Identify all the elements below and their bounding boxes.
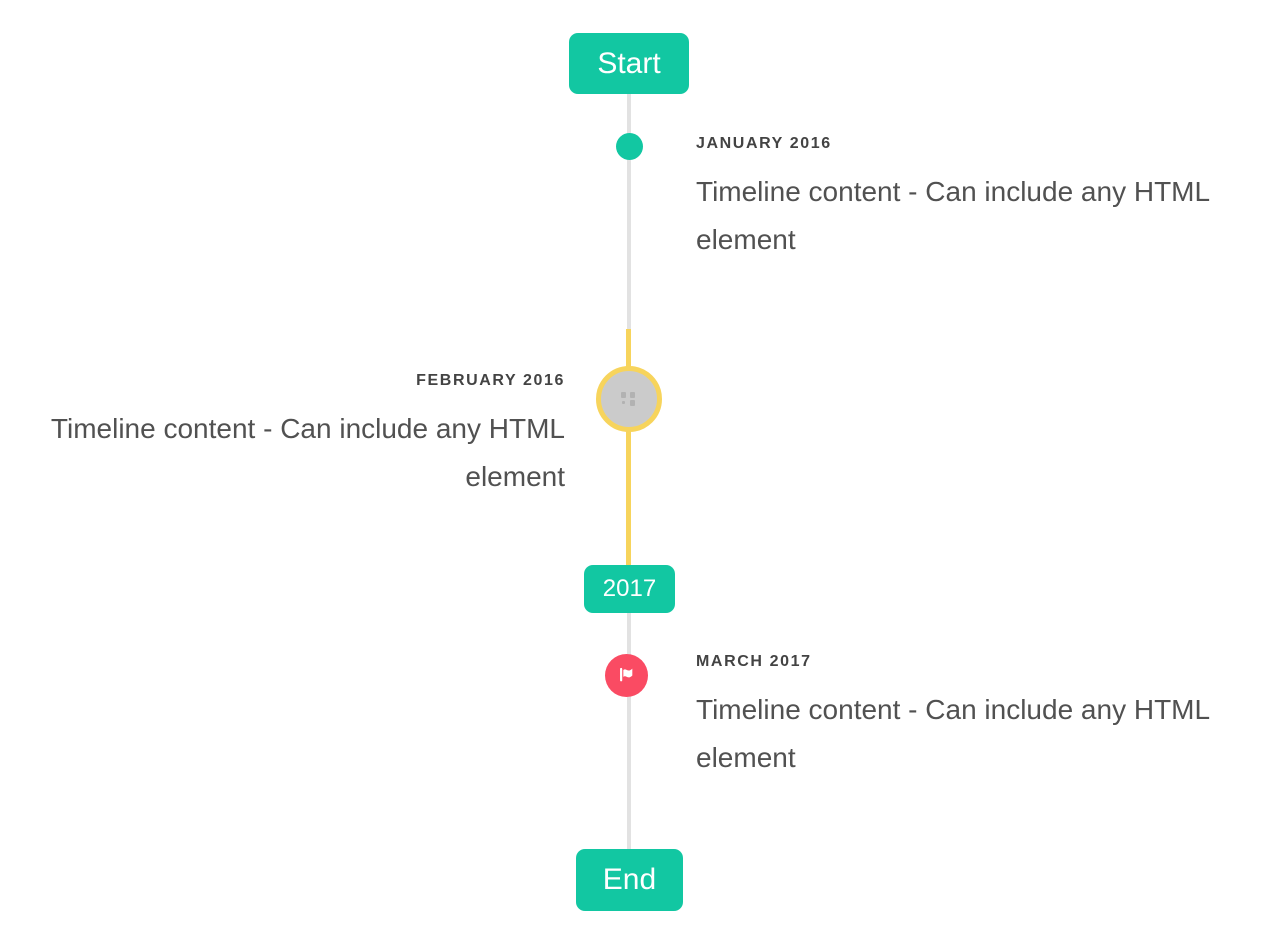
- timeline-start-badge[interactable]: Start: [569, 33, 689, 94]
- item-content: Timeline content - Can include any HTML …: [50, 413, 565, 492]
- timeline-year-badge[interactable]: 2017: [584, 565, 675, 613]
- timeline-end-badge[interactable]: End: [576, 849, 683, 911]
- timeline-item-march: MARCH 2017 Timeline content - Can includ…: [696, 652, 1236, 782]
- marker-image-circle: [596, 366, 662, 432]
- marker-dot: [616, 133, 643, 160]
- timeline-line-highlight: [626, 329, 631, 565]
- marker-flag: [605, 654, 648, 697]
- item-content: Timeline content - Can include any HTML …: [696, 176, 1210, 255]
- broken-image-icon: [619, 390, 639, 408]
- flag-icon: [616, 665, 638, 687]
- item-title: JANUARY 2016: [696, 135, 832, 152]
- timeline-item-february: FEBRUARY 2016 Timeline content - Can inc…: [25, 371, 565, 501]
- item-title: MARCH 2017: [696, 653, 812, 670]
- item-title: FEBRUARY 2016: [416, 372, 565, 389]
- item-content: Timeline content - Can include any HTML …: [696, 694, 1210, 773]
- timeline-item-january: JANUARY 2016 Timeline content - Can incl…: [696, 134, 1236, 264]
